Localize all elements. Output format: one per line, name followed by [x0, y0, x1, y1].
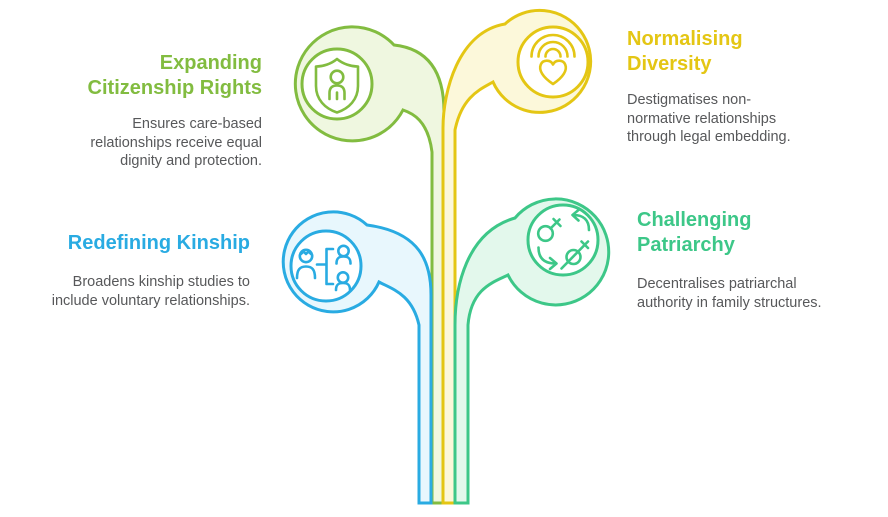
- child-body-bottom: [334, 281, 352, 292]
- kinship-description: Broadens kinship studies to include volu…: [51, 274, 250, 309]
- crossed-symbol-slash: [560, 240, 590, 270]
- male-symbol-circle: [536, 224, 555, 243]
- citizenship-title: Expanding Citizenship Rights: [87, 52, 262, 99]
- rainbow-inner-arc: [544, 47, 562, 58]
- patriarchy-title: Challenging Patriarchy: [637, 209, 752, 256]
- patriarchy-description: Decentralises patriarchal authority in f…: [637, 276, 822, 311]
- shield-outline: [314, 57, 360, 114]
- tree-bracket: [315, 247, 335, 286]
- rainbow-middle-arc: [537, 40, 569, 58]
- male-symbol-arm: [549, 217, 562, 230]
- person-head: [329, 69, 345, 85]
- family-tree-icon: [295, 244, 352, 292]
- gender-symbols-icon: [536, 208, 591, 271]
- diversity-icon-ring: [516, 25, 590, 99]
- shield-person-icon: [314, 57, 360, 114]
- rainbow-heart-icon: [530, 33, 576, 86]
- patriarchy-icon-ring: [526, 203, 600, 277]
- child-body-top: [335, 255, 352, 265]
- person-body: [328, 84, 346, 101]
- curved-arrow-left: [571, 208, 591, 232]
- branch-expanding-citizenship: [293, 25, 446, 505]
- branch-normalising-diversity: [441, 8, 593, 505]
- citizenship-description: Ensures care-based relationships receive…: [90, 116, 262, 169]
- parent-body: [295, 265, 317, 280]
- kinship-title: Redefining Kinship: [67, 232, 250, 254]
- parent-hair: [299, 250, 313, 256]
- crossed-symbol-circle: [565, 248, 582, 266]
- rainbow-outer-arc: [530, 33, 576, 58]
- diversity-description: Destigmatises non-normative relationship…: [627, 92, 791, 145]
- parent-head: [298, 248, 314, 264]
- branch-redefining-kinship: [281, 210, 433, 505]
- branch-challenging-patriarchy: [453, 197, 611, 505]
- heart-outline: [538, 59, 568, 86]
- curved-arrow-right: [537, 246, 558, 271]
- diversity-title: Normalising Diversity: [627, 28, 743, 75]
